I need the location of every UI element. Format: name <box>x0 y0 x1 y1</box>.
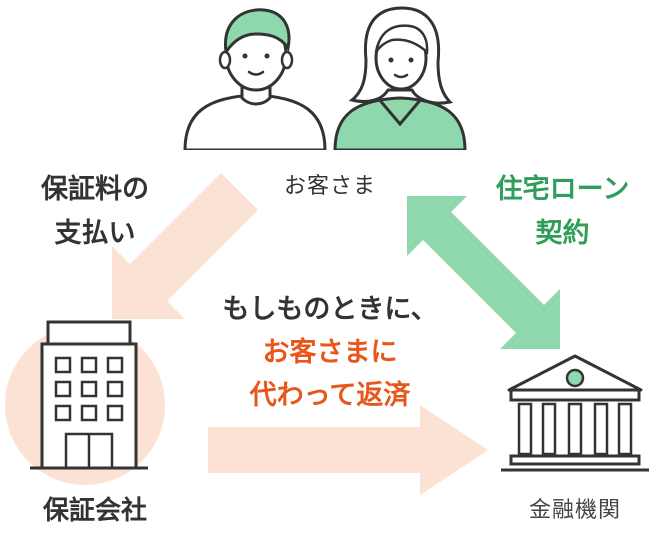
loan-contract-label-line2: 契約 <box>535 218 590 249</box>
guarantee-company-label: 保証会社 <box>42 496 147 526</box>
repayment-description-line3: 代わって返済 <box>249 380 411 411</box>
loan-contract-label: 住宅ローン 契約 <box>475 168 650 256</box>
loan-contract-arrow <box>407 196 560 349</box>
loan-contract-label-line1: 住宅ローン <box>495 174 630 205</box>
repayment-description-line1: もしものときに、 <box>222 294 438 325</box>
fee-payment-label: 保証料の 支払い <box>20 168 170 256</box>
customers-illustration <box>183 6 467 150</box>
repayment-description-line2: お客さまに <box>262 337 398 368</box>
woman-icon <box>333 6 467 150</box>
office-building-icon <box>5 320 165 485</box>
man-icon <box>183 8 327 150</box>
repayment-description: もしものときに、 お客さまに 代わって返済 <box>180 288 480 417</box>
repayment-arrow <box>208 405 488 495</box>
fee-payment-label-line2: 支払い <box>54 218 136 249</box>
fee-payment-arrow <box>112 173 258 319</box>
bank-icon <box>501 354 649 472</box>
financial-institution-label: 金融機関 <box>528 498 621 523</box>
fee-payment-label-line1: 保証料の <box>41 174 149 205</box>
customer-label: お客さま <box>283 174 376 199</box>
